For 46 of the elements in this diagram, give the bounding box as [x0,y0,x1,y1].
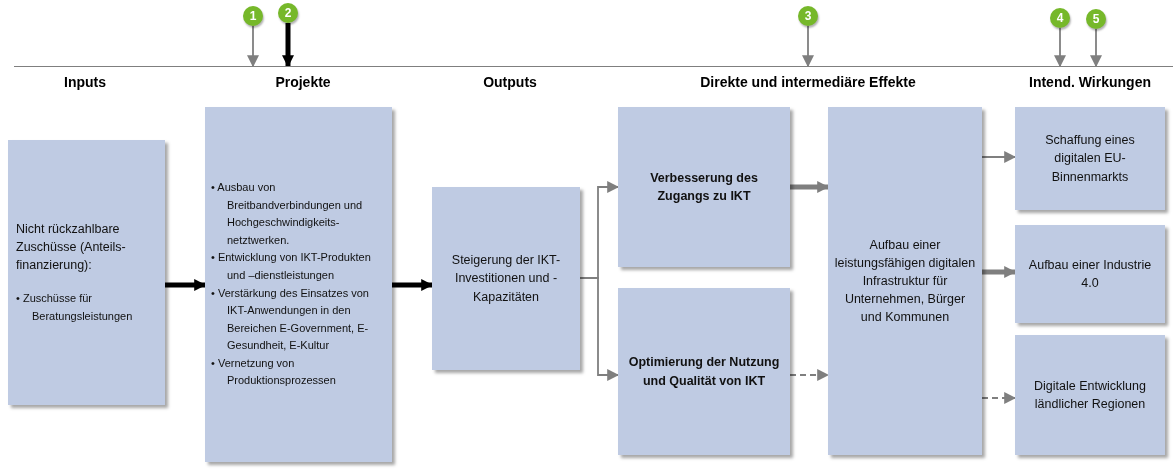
bullet-item: • Zuschüsse für Beratungsleistungen [16,291,134,324]
column-heading: Direkte und intermediäre Effekte [700,74,916,90]
box-text: Aufbau einer leistungsfähigen digitalen Infrastruktur für Unternehmen, Bürger und Kommunen [834,236,976,327]
process-box [618,288,790,455]
arrow [579,277,620,381]
box-text: Digitale Entwicklung ländlicher Regionen [1033,377,1147,413]
timeline-rule [14,66,1173,68]
box-text: Aufbau einer Industrie 4.0 [1027,256,1153,292]
arrow [789,369,830,381]
box-text: Steigerung der IKT-Investitionen und -Kapazitäten [450,252,562,306]
numbered-marker: 4 [1050,8,1070,28]
column-heading: Inputs [64,74,106,90]
numbered-marker: 2 [278,3,298,23]
arrow [165,279,207,291]
box-text: Optimierung der Nutzung und Qualität von IKT [627,354,781,390]
box-text: Schaffung eines digitalen EU-Binnenmarkts [1044,132,1136,186]
process-box [1015,225,1165,323]
numbered-marker: 1 [243,6,263,26]
arrow [1054,27,1066,68]
arrow [981,392,1017,404]
process-box [828,107,982,455]
arrow [802,25,814,68]
box-text: Verbesserung des Zugangs zu IKT [649,169,759,205]
box-text: Nicht rückzahlbare Zuschüsse (Anteils-finanzierung): [16,220,127,274]
arrow [981,151,1017,163]
bullet-list-box [205,107,392,462]
bullet-item: • Vernetzung von Produktionsprozessen [211,355,337,389]
process-box [1015,335,1165,455]
arrow [392,279,434,291]
bullet-item: • Ausbau von Breitbandverbindungen und Hochgeschwindigkeits-netztwerken. [211,179,364,248]
column-heading: Intend. Wirkungen [1029,74,1151,90]
column-heading: Outputs [483,74,537,90]
bullet-list-box [8,140,165,405]
arrow [790,181,830,193]
arrow [247,25,259,68]
process-box [1015,107,1165,210]
numbered-marker: 3 [798,6,818,26]
numbered-marker: 5 [1086,9,1106,29]
bullet-item: • Entwicklung von IKT-Produkten und –dienstleistungen [211,250,372,283]
arrow [282,23,294,68]
column-heading: Projekte [275,74,331,90]
arrow [982,266,1017,278]
bullet-item: • Verstärkung des Einsatzes von IKT-Anwendungen in den Bereichen E-Government, E-Gesundheit, E-Kultur [211,285,370,354]
process-box [432,187,580,370]
arrow [1090,28,1102,68]
process-box [618,107,790,267]
